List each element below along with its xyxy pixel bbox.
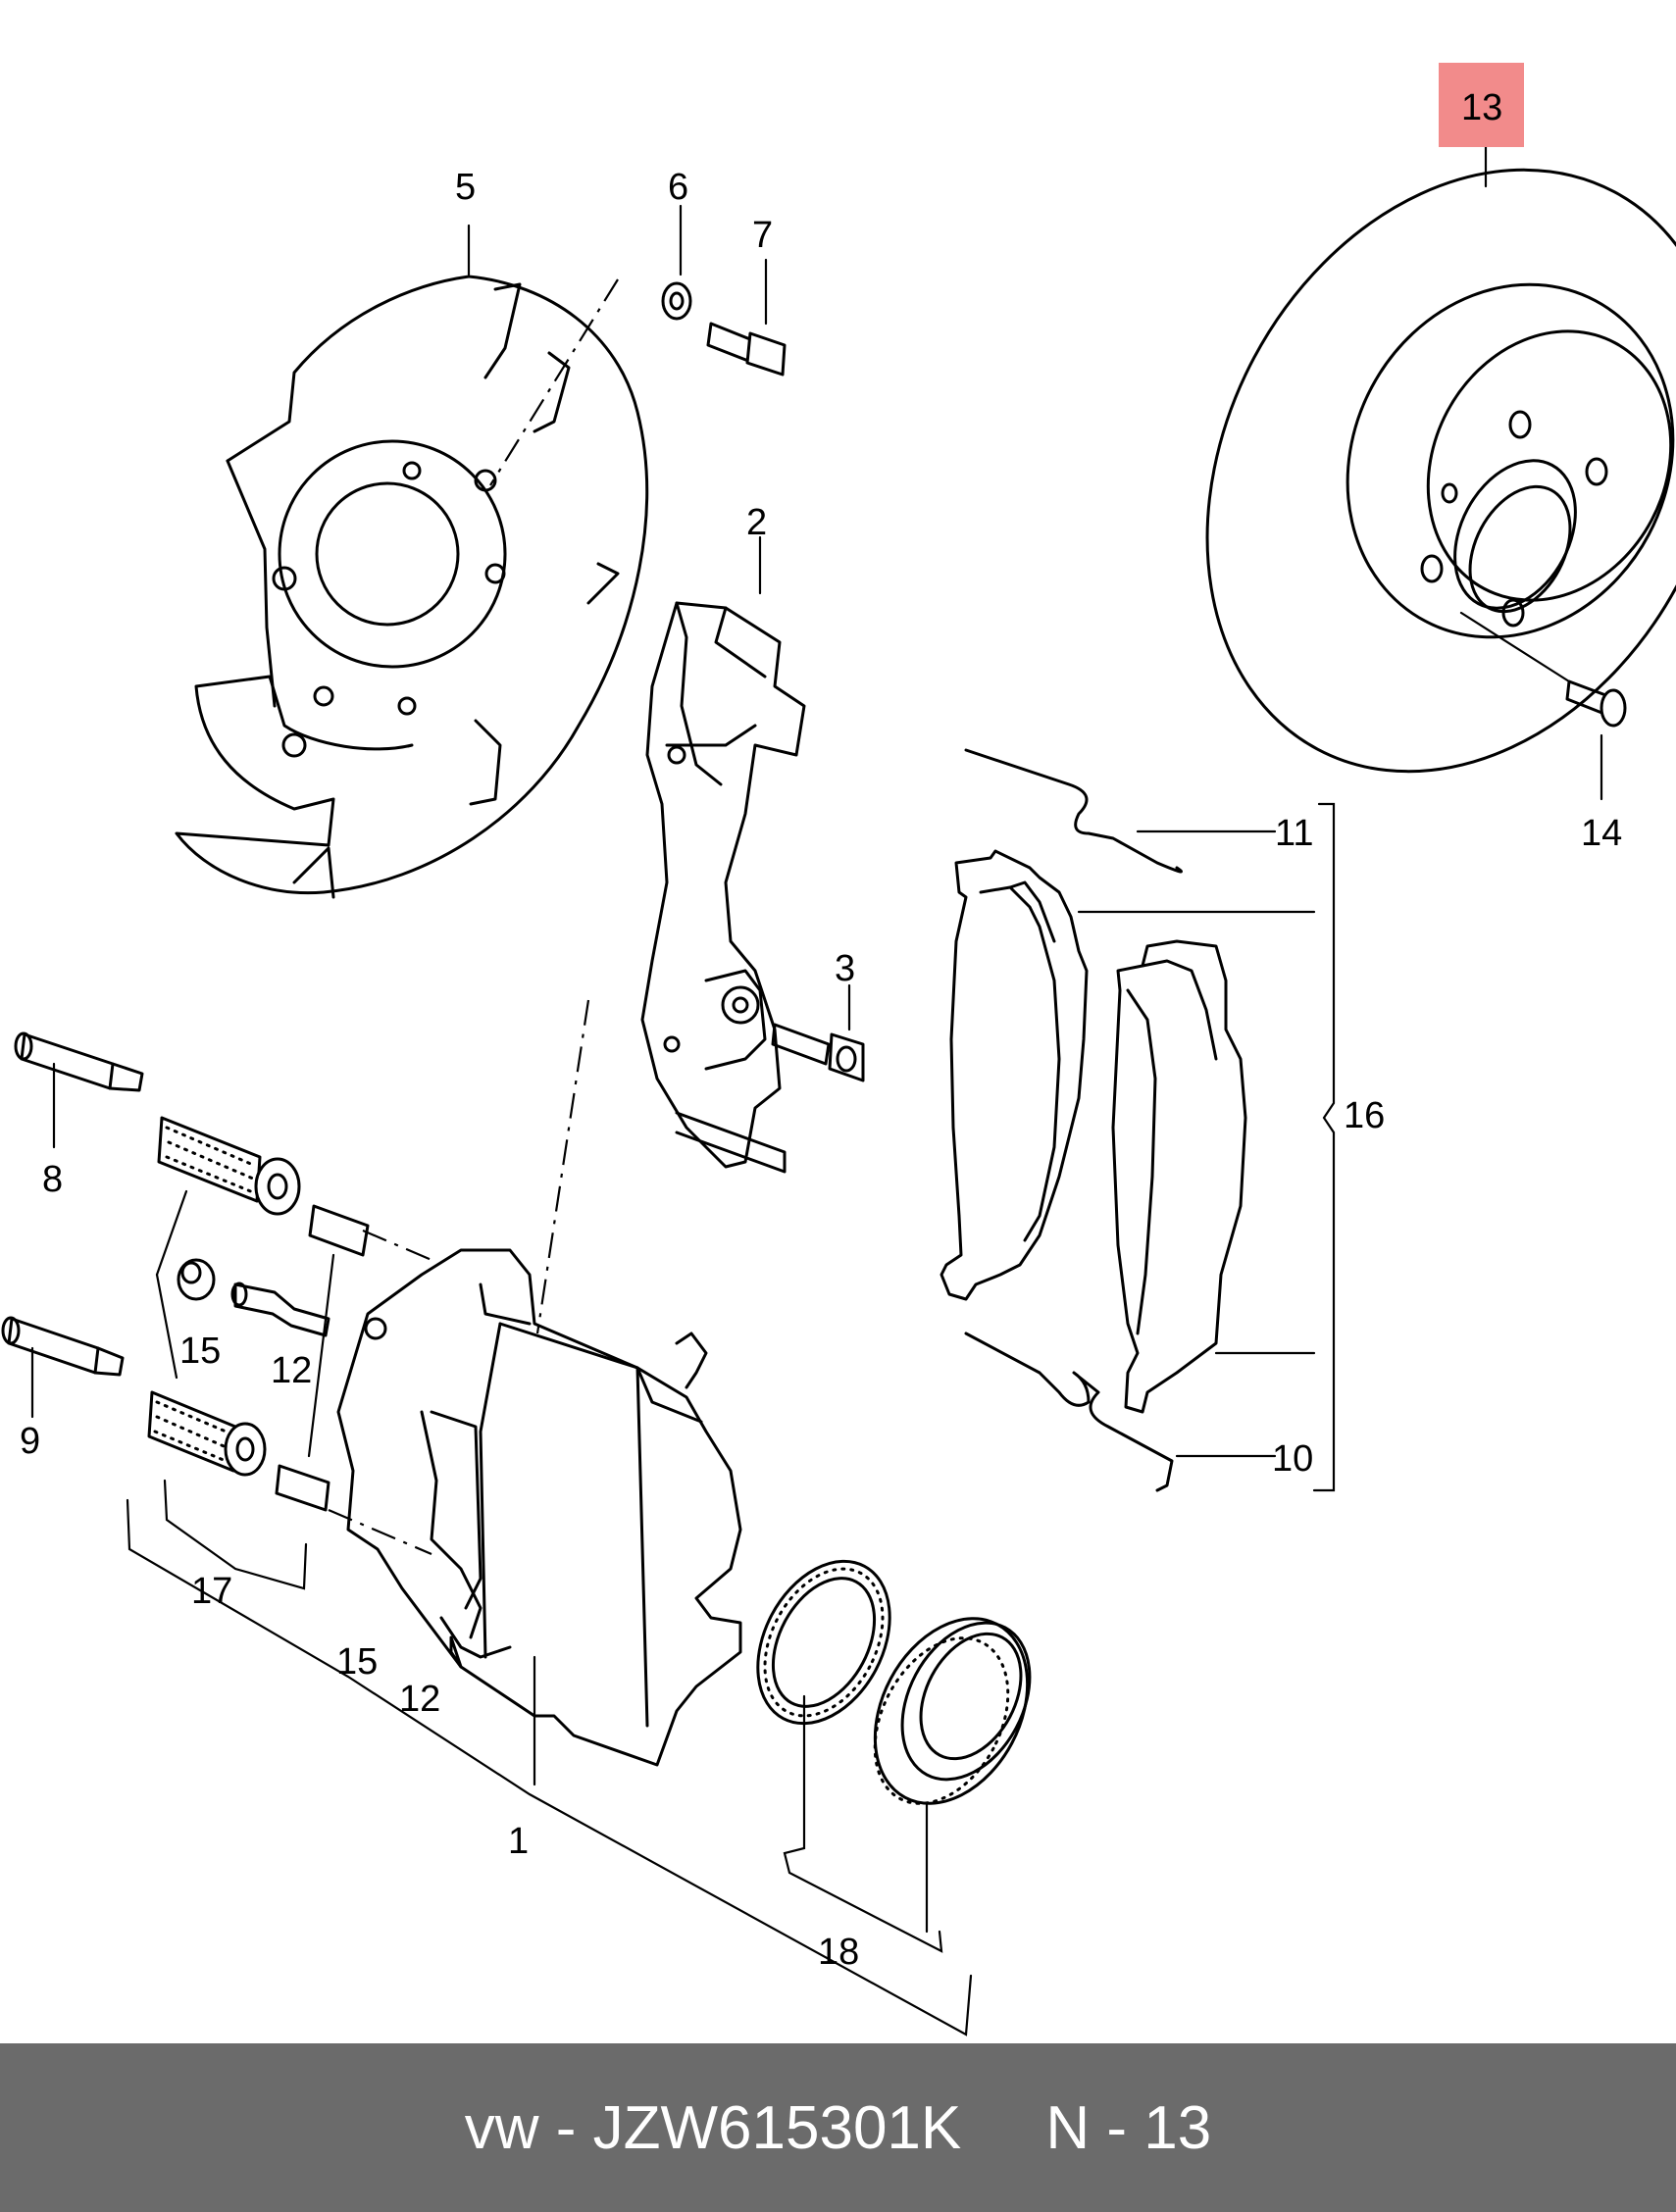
sleeve-upper	[308, 1204, 370, 1257]
bushing-lower	[147, 1390, 267, 1477]
callout-3: 3	[835, 948, 855, 989]
caliper-housing	[336, 1248, 742, 1767]
guide-pin-9	[1, 1316, 125, 1377]
callout-12-lower: 12	[399, 1679, 440, 1720]
callout-1: 1	[508, 1821, 529, 1862]
shield-bolt-axis	[489, 278, 619, 486]
disc-screw-14	[1565, 679, 1627, 728]
washer-6	[661, 281, 692, 321]
callout-13: 13	[1461, 87, 1502, 128]
pin-axis-upper	[362, 1229, 432, 1262]
callout-5: 5	[455, 167, 476, 208]
splash-shield	[175, 275, 649, 899]
spring-11	[964, 748, 1183, 874]
callout-2: 2	[746, 502, 767, 543]
spring-10	[964, 1332, 1174, 1492]
callout-18: 18	[818, 1932, 859, 1973]
carrier-axis	[535, 999, 590, 1334]
callout-8: 8	[42, 1159, 63, 1200]
brake-assembly-diagram: 5 6 7 2 3 13 14 11 16 10 8 9 15 12 17 15…	[1, 63, 1676, 2036]
callout-16: 16	[1344, 1095, 1385, 1136]
bushing-upper	[157, 1116, 301, 1216]
brake-pad-inner	[1111, 939, 1247, 1414]
bolt-7	[706, 322, 787, 377]
guide-pin-8	[14, 1031, 144, 1092]
dust-cap-15	[177, 1258, 216, 1301]
callout-14: 14	[1581, 813, 1622, 854]
dust-boot	[873, 1617, 1032, 1805]
callout-15-lower: 15	[336, 1641, 378, 1683]
callout-9: 9	[20, 1421, 40, 1462]
piston-seal	[756, 1559, 891, 1726]
callout-13-highlight	[1439, 63, 1524, 147]
callout-12-upper: 12	[271, 1350, 312, 1391]
callout-17: 17	[191, 1571, 232, 1612]
callout-11: 11	[1275, 813, 1313, 854]
bleeder-valve-12	[230, 1282, 330, 1337]
part-number: vw - JZW615301K	[464, 2093, 962, 2162]
callout-15-upper: 15	[179, 1331, 221, 1372]
brake-disc	[1205, 168, 1676, 774]
leader-lines	[30, 145, 1603, 2036]
disc-screw-axis	[1459, 611, 1571, 683]
sleeve-lower	[275, 1464, 330, 1512]
brake-pad-outer	[940, 849, 1089, 1301]
pin-axis-lower	[328, 1508, 432, 1556]
callout-6: 6	[668, 167, 688, 208]
callout-7: 7	[752, 215, 773, 256]
callout-10: 10	[1272, 1438, 1313, 1480]
caliper-carrier	[640, 601, 806, 1174]
bolt-3	[771, 1023, 865, 1082]
part-number-bar: vw - JZW615301K N - 13	[0, 2043, 1676, 2212]
footer-gap	[961, 2093, 1045, 2163]
diagram-reference: N - 13	[1045, 2093, 1212, 2162]
